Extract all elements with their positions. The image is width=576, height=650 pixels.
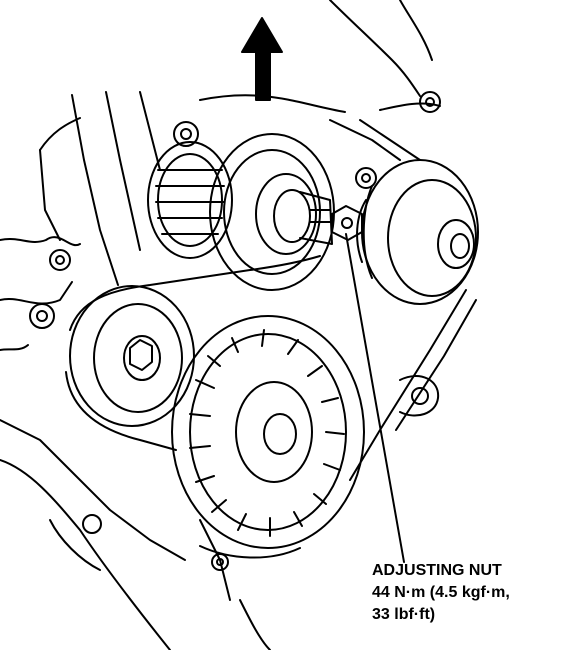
adjusting-nut-callout: ADJUSTING NUT 44 N·m (4.5 kgf·m, 33 lbf·… — [372, 560, 572, 626]
timing-belt — [66, 120, 476, 558]
engine-block — [0, 118, 438, 650]
left-idler-pulley — [70, 286, 194, 426]
timing-cover — [72, 0, 440, 285]
arrow-up-icon — [242, 18, 282, 100]
tensioner-pulley — [210, 134, 334, 290]
camshaft-sprocket — [148, 142, 232, 258]
callout-leader-line — [346, 234, 404, 562]
callout-torque-line1: 44 N·m (4.5 kgf·m, — [372, 584, 510, 601]
callout-part-name: ADJUSTING NUT — [372, 562, 502, 579]
callout-torque-line2: 33 lbf·ft) — [372, 606, 436, 623]
crankshaft-sprocket — [172, 316, 364, 548]
